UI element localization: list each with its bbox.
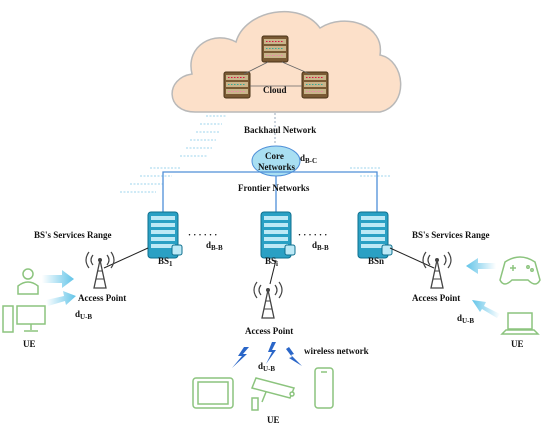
core-label-line1: Core (265, 151, 284, 161)
dots-right: · · · · · · (298, 230, 327, 240)
tower-left-icon (85, 251, 115, 289)
bs1-label: BS1 (158, 256, 173, 268)
ue-label-right: UE (511, 339, 524, 349)
lightning-icons (232, 342, 302, 368)
d-ub-center: dU-B (258, 361, 275, 373)
base-station-i (260, 211, 296, 259)
services-range-left: BS's Services Range (34, 230, 112, 240)
tablet-icon (192, 377, 234, 409)
desktop-computer-icon (2, 305, 46, 333)
d-ub-left: dU-B (75, 309, 92, 321)
frontier-label: Frontier Networks (238, 183, 310, 193)
cloud-server-left (223, 71, 251, 99)
cloud-label: Cloud (263, 85, 287, 95)
cloud-server-right (301, 71, 329, 99)
arrow-right-top (466, 258, 496, 274)
services-range-right: BS's Services Range (412, 230, 490, 240)
core-label-line2: Networks (258, 162, 295, 172)
base-station-1 (147, 211, 183, 259)
access-point-center: Access Point (245, 326, 293, 336)
user-person-icon (17, 268, 39, 295)
bsi-label: BSi (265, 256, 278, 268)
arrow-left-top (42, 270, 74, 288)
cloud-server-top (261, 35, 289, 63)
gamepad-icon (499, 256, 541, 285)
security-camera-icon (250, 377, 296, 411)
arrow-right-bottom (472, 300, 500, 318)
backhaul-label: Backhaul Network (244, 125, 316, 135)
tower-center-icon (253, 281, 283, 319)
access-point-right: Access Point (412, 293, 460, 303)
d-bb-right: dB-B (312, 240, 329, 252)
laptop-icon (500, 312, 540, 335)
bsn-label: BSn (368, 256, 384, 266)
arrow-left-bottom (46, 291, 76, 306)
d-bc-label: dB-C (300, 153, 317, 165)
d-ub-right: dU-B (457, 313, 474, 325)
backhaul-streaks (120, 115, 390, 193)
smartphone-icon (314, 367, 334, 409)
frontier-links (162, 171, 378, 214)
d-bb-left: dB-B (206, 240, 223, 252)
dots-left: · · · · · · (188, 230, 217, 240)
ue-label-center: UE (267, 415, 280, 425)
access-point-left: Access Point (78, 293, 126, 303)
base-station-n (357, 211, 393, 259)
tower-right-icon (422, 251, 452, 289)
wireless-network-label: wireless network (304, 346, 369, 356)
ue-label-left: UE (23, 339, 36, 349)
